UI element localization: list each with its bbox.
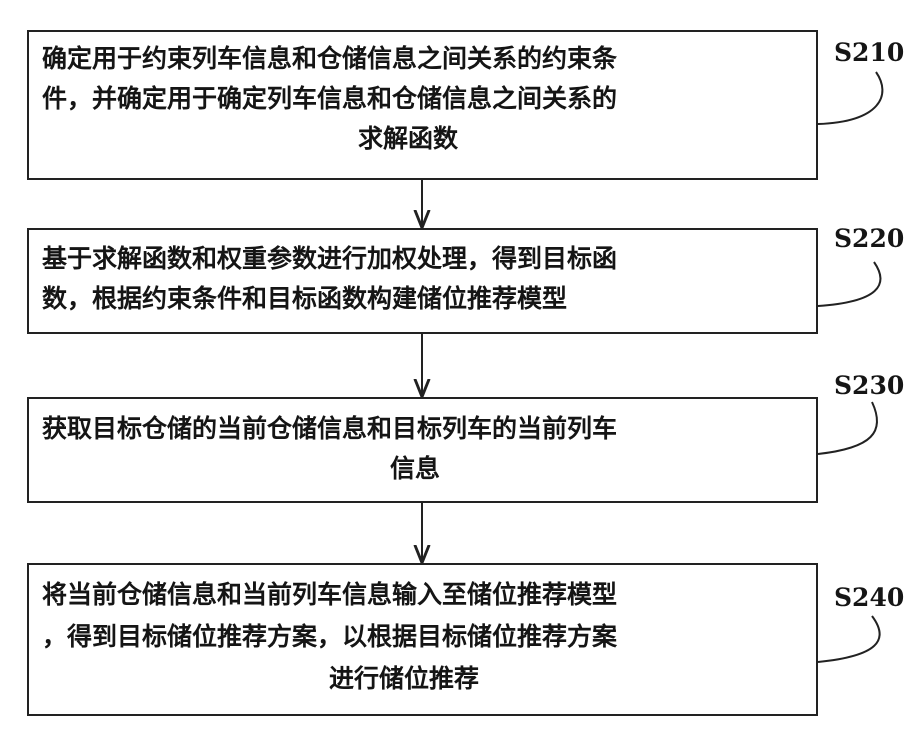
leader-curve-s210 — [818, 72, 882, 124]
leader-curve-s220 — [818, 262, 880, 306]
leader-curve-s230 — [818, 402, 877, 454]
leader-curve-s240 — [818, 616, 880, 662]
